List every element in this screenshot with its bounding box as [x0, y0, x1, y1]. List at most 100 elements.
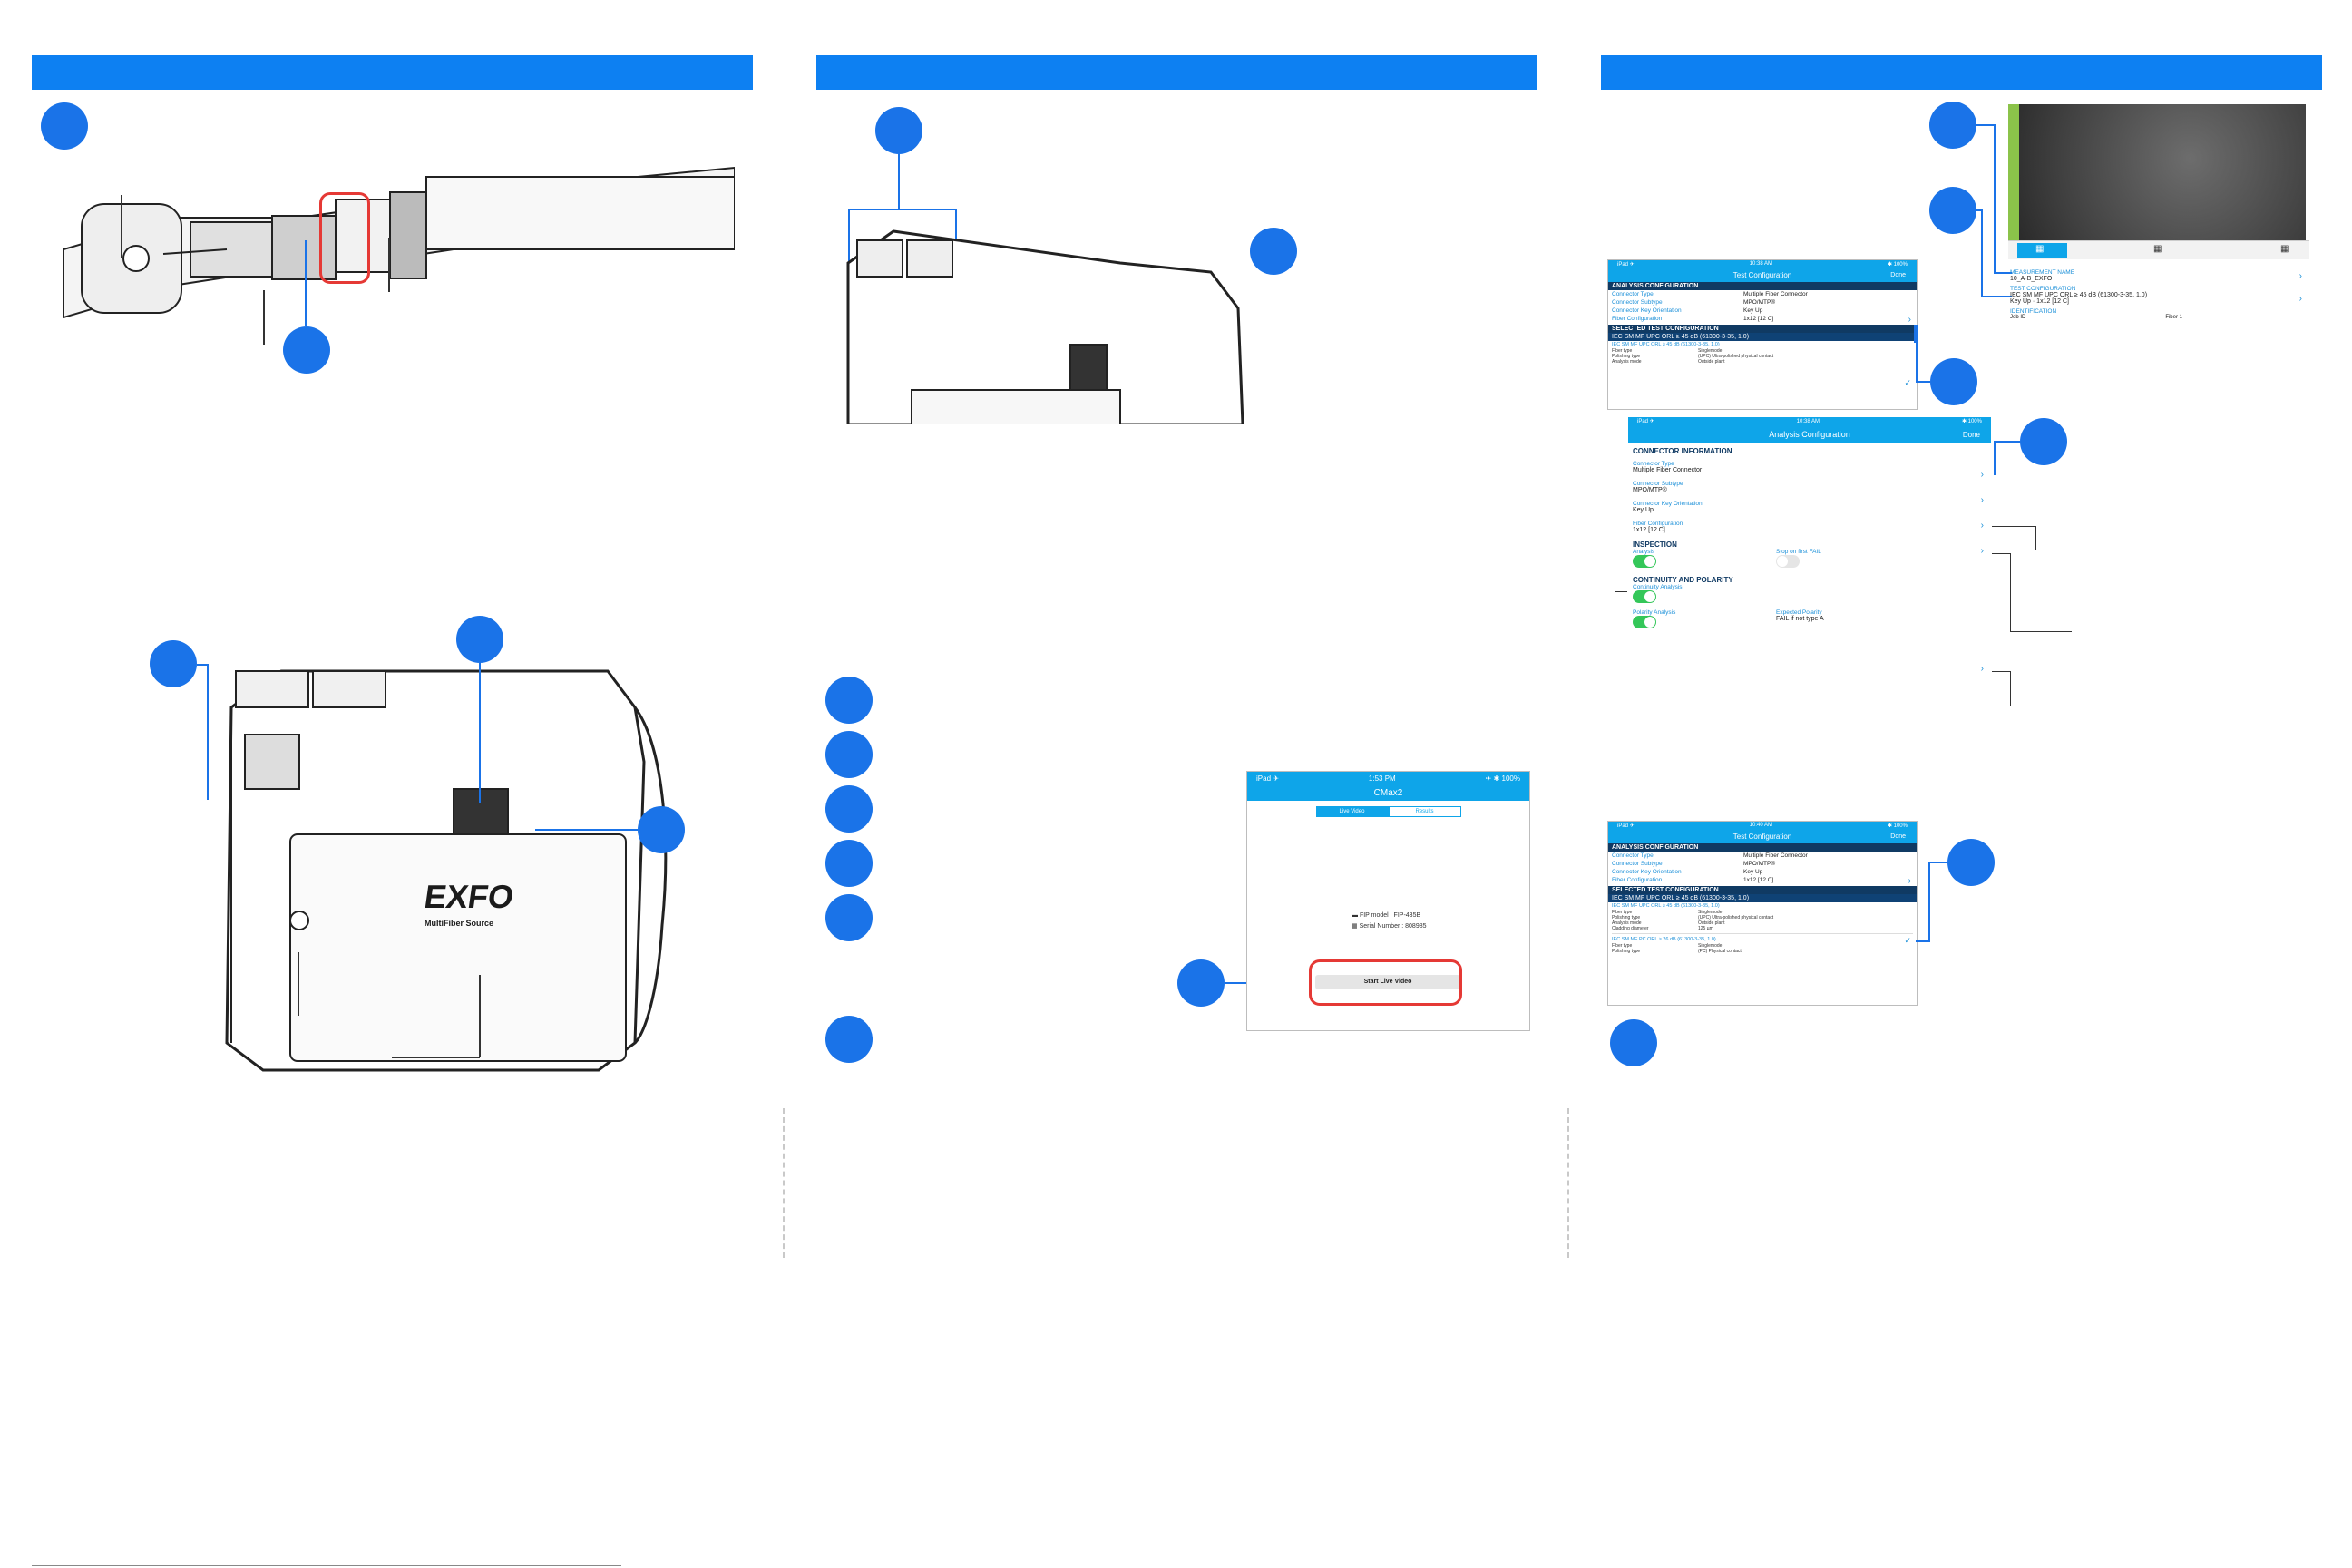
status-bar: iPad ✈ 10:38 AM ✱ 100%	[1628, 417, 1991, 425]
step-badge	[825, 894, 873, 941]
chevron-right-icon[interactable]: ›	[2298, 271, 2302, 281]
status-right: ✱ 100%	[1961, 419, 1982, 424]
callout-line	[197, 664, 208, 666]
step-badge	[1929, 102, 1976, 149]
grid-icon[interactable]: ▦	[2035, 244, 2045, 254]
continuity-toggle[interactable]	[1633, 590, 1656, 603]
config-key: Connector Type	[1612, 291, 1654, 297]
tab-live-video[interactable]: Live Video	[1315, 806, 1389, 817]
config-option-title[interactable]: IEC SM MF UPC ORL ≥ 45 dB (61300-3-35, 1…	[1612, 903, 1720, 909]
done-button[interactable]: Done	[1890, 833, 1906, 840]
step-badge	[825, 1016, 873, 1063]
status-bar: iPad ✈ 10:40 AM ✱ 100%	[1608, 822, 1917, 829]
status-bar: iPad ✈ 10:38 AM ✱ 100%	[1608, 260, 1917, 268]
done-button[interactable]: Done	[1962, 430, 1980, 439]
chevron-right-icon[interactable]: ›	[1980, 664, 1984, 674]
panel-3-header-band	[1601, 55, 2322, 90]
callout-line	[2035, 526, 2036, 550]
grid-icon[interactable]: ▦	[2153, 244, 2162, 254]
analysis-config-header: ANALYSIS CONFIGURATION	[1608, 282, 1917, 290]
callout-line	[1992, 526, 2035, 527]
detail-key: Cladding diameter	[1612, 926, 1649, 931]
test-configuration-screen-1: iPad ✈ 10:38 AM ✱ 100% Test Configuratio…	[1607, 259, 1918, 410]
screen-title: Analysis Configuration	[1769, 430, 1850, 439]
step-badge	[825, 677, 873, 724]
identification-right: Fiber 1	[2165, 315, 2182, 320]
chevron-right-icon[interactable]: ›	[1980, 470, 1984, 480]
fip-info: ▬ FIP model : FIP-435B ▦ Serial Number :…	[1352, 912, 1427, 930]
measurement-name-value[interactable]: 10_A-B_EXFO	[2010, 276, 2053, 282]
callout-line	[1914, 325, 1916, 343]
field-value: 1x12 [12 C]	[1633, 527, 1665, 533]
serial-number: Serial Number : 808985	[1359, 923, 1427, 930]
callout-line	[1976, 124, 1995, 126]
test-configuration-screen-2: iPad ✈ 10:40 AM ✱ 100% Test Configuratio…	[1607, 821, 1918, 1006]
test-config-value[interactable]: IEC SM MF UPC ORL ≥ 45 dB (61300-3-35, 1…	[2010, 292, 2148, 298]
config-option-title[interactable]: IEC SM MF PC ORL ≥ 26 dB (61300-3-35, 1.…	[1612, 937, 1716, 942]
detail-row: Polishing type(UPC) Ultra-polished physi…	[1608, 354, 1917, 359]
chevron-right-icon[interactable]: ›	[1980, 495, 1984, 505]
fip-model-row: ▬ FIP model : FIP-435B	[1352, 912, 1427, 919]
selected-config-value: IEC SM MF UPC ORL ≥ 45 dB (61300-3-35, 1…	[1608, 894, 1917, 902]
chevron-right-icon[interactable]: ›	[1980, 521, 1984, 531]
divider	[32, 1565, 621, 1566]
detail-key: Fiber type	[1612, 910, 1633, 915]
polarity-toggle[interactable]	[1633, 616, 1656, 628]
chevron-right-icon[interactable]: ›	[2298, 294, 2302, 304]
status-left: iPad ✈	[1617, 823, 1635, 829]
detail-value: (PC) Physical contact	[1698, 949, 1742, 954]
expected-polarity-group[interactable]: Expected Polarity FAIL if not type A	[1776, 609, 1824, 633]
live-video-toolbar: ▦ ▦ ▦	[2008, 240, 2309, 259]
segmented-control: Live Video Results	[1247, 806, 1529, 817]
analysis-config-header: ANALYSIS CONFIGURATION	[1608, 843, 1917, 852]
panel-1-header-band	[32, 55, 753, 90]
done-button[interactable]: Done	[1890, 271, 1906, 278]
selected-config-header: SELECTED TEST CONFIGURATION	[1608, 325, 1917, 333]
callout-line	[305, 240, 307, 326]
chevron-right-icon[interactable]: ›	[1908, 315, 1911, 325]
step-badge	[825, 731, 873, 778]
step-badge	[41, 102, 88, 150]
config-option-title[interactable]: IEC SM MF UPC ORL ≥ 45 dB (61300-3-35, 1…	[1612, 342, 1720, 347]
analysis-label: Analysis	[1633, 549, 1655, 555]
live-video-sidebar	[2008, 104, 2019, 240]
stop-on-fail-toggle[interactable]	[1776, 555, 1800, 568]
tab-results[interactable]: Results	[1388, 806, 1461, 817]
step-badge	[1177, 959, 1225, 1007]
analysis-toggle[interactable]	[1633, 555, 1656, 568]
step-badge	[1610, 1019, 1657, 1066]
step-badge	[2020, 418, 2067, 465]
callout-line	[392, 1057, 480, 1058]
highlight-ring	[1309, 959, 1462, 1006]
callout-line	[1981, 296, 2012, 297]
nav-bar: Test Configuration Done	[1608, 829, 1917, 843]
device-brand: EXFO	[422, 878, 516, 915]
callout-line	[848, 209, 850, 290]
nav-bar: Test Configuration Done	[1608, 268, 1917, 282]
config-key: Connector Type	[1612, 852, 1654, 859]
start-live-video-button[interactable]: Start Live Video	[1315, 975, 1460, 989]
divider	[1612, 933, 1913, 934]
device-model: MultiFiber Source	[425, 919, 494, 928]
callout-line	[1916, 940, 1930, 942]
chevron-right-icon[interactable]: ›	[1980, 546, 1984, 556]
probe-icon: ▬	[1352, 912, 1360, 919]
callout-line	[298, 952, 299, 1016]
chevron-right-icon[interactable]: ›	[1908, 876, 1911, 886]
grid-icon[interactable]: ▦	[2280, 244, 2289, 254]
